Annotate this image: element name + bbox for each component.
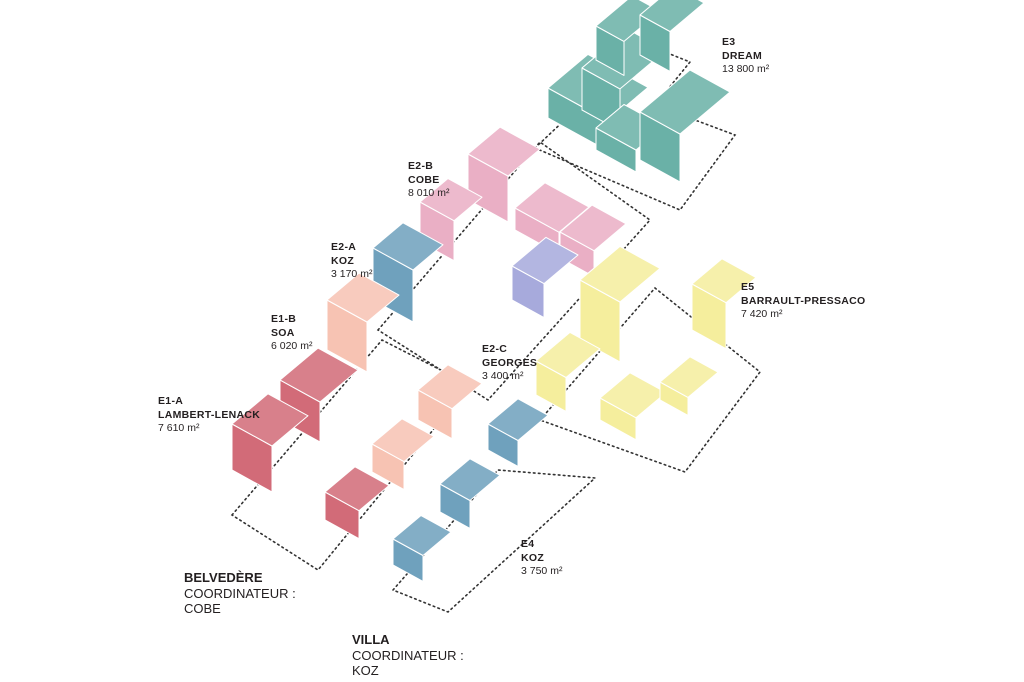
plot-architect: KOZ	[521, 551, 545, 564]
building-e3-6	[639, 69, 731, 183]
coordinator-firm: KOZ	[352, 663, 379, 678]
building-e1a-2	[231, 393, 309, 493]
building-e5-1	[579, 245, 661, 363]
plot-architect: GEORGES	[482, 356, 538, 369]
building-e5-5	[659, 356, 719, 416]
coordinator-label-belvedere: BELVEDÈRE COORDINATEUR : COBE	[184, 570, 296, 617]
coordinator-label-villa: VILLA COORDINATEUR : KOZ	[352, 632, 464, 679]
building-e5-2	[535, 331, 601, 412]
building-e5-3	[691, 258, 757, 350]
building-e1b-2	[417, 364, 483, 440]
coordinator-sector: VILLA	[352, 632, 390, 647]
plot-id: E1-A	[158, 395, 184, 407]
plot-area: 6 020 m²	[271, 340, 313, 352]
plot-id: E2-C	[482, 343, 508, 355]
plot-id: E3	[722, 36, 736, 48]
plot-area: 3 170 m²	[331, 268, 373, 280]
plot-architect: DREAM	[722, 49, 762, 62]
plot-id: E2-A	[331, 241, 357, 253]
building-e4-2	[439, 458, 501, 529]
plot-label-e3: E3 DREAM 13 800 m²	[722, 36, 769, 77]
plot-id: E1-B	[271, 313, 297, 325]
building-e1b-3	[371, 418, 435, 491]
plot-architect: KOZ	[331, 254, 355, 267]
coordinator-firm: COBE	[184, 601, 221, 616]
plot-area: 7 420 m²	[741, 308, 783, 320]
plot-label-e2-c: E2-C GEORGES 3 400 m²	[482, 343, 537, 384]
coordinator-role: COORDINATEUR :	[352, 647, 464, 663]
plot-area: 3 750 m²	[521, 565, 563, 577]
plot-id: E4	[521, 538, 535, 550]
plot-label-e4: E4 KOZ 3 750 m²	[521, 538, 562, 579]
plot-area: 8 010 m²	[408, 187, 450, 199]
coordinator-role: COORDINATEUR :	[184, 585, 296, 601]
coordinator-sector: BELVEDÈRE	[184, 570, 263, 585]
building-e4-3	[392, 515, 452, 582]
building-e1b-1	[326, 272, 400, 373]
plot-area: 3 400 m²	[482, 370, 524, 382]
plot-label-e2-a: E2-A KOZ 3 170 m²	[331, 241, 372, 282]
building-e2b-1	[467, 126, 541, 223]
plot-architect: LAMBERT-LENACK	[158, 408, 261, 421]
plot-area: 13 800 m²	[722, 63, 770, 75]
plot-label-e2-b: E2-B COBE 8 010 m²	[408, 160, 449, 201]
plot-id: E2-B	[408, 160, 434, 172]
plot-architect: BARRAULT-PRESSACO	[741, 294, 866, 307]
plot-label-e1-b: E1-B SOA 6 020 m²	[271, 313, 312, 354]
building-blocks	[231, 0, 757, 582]
plot-outline-e5	[538, 286, 762, 473]
plot-architect: COBE	[408, 173, 440, 186]
plot-architect: SOA	[271, 326, 295, 339]
building-e1a-3	[324, 466, 390, 540]
building-e4-1	[487, 398, 549, 467]
plot-label-e1-a: E1-A LAMBERT-LENACK 7 610 m²	[158, 395, 260, 436]
building-e3-4	[639, 0, 705, 72]
building-e5-4	[599, 372, 667, 441]
plot-id: E5	[741, 281, 755, 293]
plot-label-e5: E5 BARRAULT-PRESSACO 7 420 m²	[741, 281, 866, 322]
plot-area: 7 610 m²	[158, 422, 200, 434]
building-e2c-1	[511, 236, 579, 319]
